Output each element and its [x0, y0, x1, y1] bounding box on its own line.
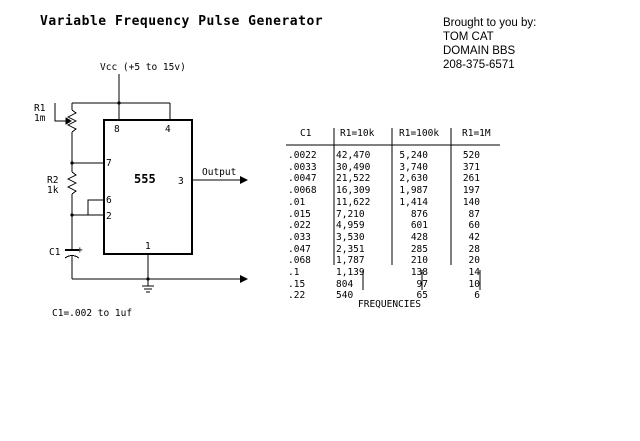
- cell-r1-10k: 16,309: [336, 185, 371, 197]
- table-header-r1-100k: R1=100k: [399, 128, 440, 139]
- cell-c1: .01: [288, 196, 306, 208]
- cell-r1-1m: 371: [462, 161, 480, 173]
- cell-r1-1m: 42: [468, 231, 480, 243]
- cell-r1-1m: 520: [462, 150, 480, 161]
- c1-label: C1: [49, 247, 61, 258]
- cell-r1-1m: 6: [474, 290, 480, 302]
- c1-plus-sign: +: [77, 245, 83, 256]
- cell-r1-1m: 10: [468, 278, 480, 290]
- cell-r1-100k: 210: [410, 255, 428, 267]
- cell-c1: .022: [288, 220, 311, 232]
- pin-3-label: 3: [178, 176, 184, 187]
- vcc-label: Vcc (+5 to 15v): [100, 62, 186, 73]
- cell-r1-100k: 876: [410, 208, 428, 220]
- cell-r1-100k: 285: [410, 243, 428, 255]
- table-header-r1-10k: R1=10k: [340, 128, 375, 139]
- r1-resistor: [66, 109, 78, 133]
- cell-r1-100k: 3,740: [399, 161, 428, 173]
- cell-c1: .0068: [288, 185, 317, 197]
- c1-range-note: C1=.002 to 1uf: [52, 308, 132, 319]
- cell-r1-100k: 601: [410, 220, 428, 232]
- page-title: Variable Frequency Pulse Generator: [40, 14, 324, 29]
- credits-line-1: Brought to you by:: [443, 17, 537, 29]
- r1-wiper-arrow: [65, 117, 72, 125]
- cell-c1: .033: [288, 231, 311, 243]
- cell-r1-10k: 540: [336, 290, 354, 302]
- cell-r1-1m: 87: [468, 208, 480, 220]
- credits-line-2: TOM CAT: [443, 31, 494, 43]
- junction-pin7: [70, 161, 74, 165]
- cell-r1-1m: 20: [468, 255, 480, 267]
- cell-r1-100k: 1,414: [399, 196, 428, 208]
- cell-r1-100k: 65: [416, 290, 428, 302]
- junction-pin2: [70, 213, 74, 217]
- output-label: Output: [202, 167, 236, 178]
- cell-r1-1m: 261: [462, 173, 480, 185]
- cell-r1-10k: 804: [336, 278, 354, 290]
- pin-6-label: 6: [106, 195, 112, 206]
- output-arrow: [240, 176, 248, 184]
- cell-r1-10k: 1,787: [336, 255, 365, 267]
- cell-r1-10k: 1,139: [336, 267, 365, 279]
- pin-1-label: 1: [145, 241, 151, 252]
- cell-r1-10k: 2,351: [336, 243, 365, 255]
- cell-r1-10k: 7,210: [336, 208, 365, 220]
- cell-r1-100k: 2,630: [399, 173, 428, 185]
- cell-r1-1m: 28: [468, 243, 480, 255]
- cell-r1-1m: 60: [468, 220, 480, 232]
- pin-8-label: 8: [114, 124, 120, 135]
- cell-r1-100k: 428: [410, 231, 428, 243]
- r2-resistor: [66, 171, 78, 195]
- r1-wiper: [54, 103, 66, 122]
- pin-7-label: 7: [106, 158, 112, 169]
- cell-c1: .0047: [288, 173, 317, 185]
- table-column-c1: .0022.0033.0047.0068.01.015.022.033.047.…: [288, 150, 332, 302]
- r2-label: R2: [47, 175, 58, 186]
- cell-r1-100k: 97: [416, 278, 428, 290]
- cell-r1-10k: 3,530: [336, 231, 365, 243]
- cell-r1-10k: 30,490: [336, 161, 371, 173]
- junction-ground: [146, 277, 150, 281]
- cell-c1: .15: [288, 278, 306, 290]
- junction-vcc: [117, 101, 121, 105]
- cell-r1-1m: 197: [462, 185, 480, 197]
- table-header-c1: C1: [300, 128, 312, 139]
- cell-c1: .0033: [288, 161, 317, 173]
- r1-value: 1m: [34, 113, 46, 124]
- cell-r1-10k: 4,959: [336, 220, 365, 232]
- ground-rail-arrow: [240, 275, 248, 283]
- r1-label: R1: [34, 103, 46, 114]
- table-header-r1-1m: R1=1M: [462, 128, 491, 139]
- cell-r1-1m: 14: [468, 267, 480, 279]
- cell-r1-10k: 42,470: [336, 150, 371, 161]
- chip-555-body: [103, 119, 193, 255]
- credits-line-4: 208-375-6571: [443, 59, 515, 71]
- cell-c1: .0022: [288, 150, 317, 161]
- pin-2-label: 2: [106, 211, 112, 222]
- cell-c1: .22: [288, 290, 306, 302]
- cell-c1: .015: [288, 208, 311, 220]
- pin-4-label: 4: [165, 124, 171, 135]
- cell-c1: .047: [288, 243, 311, 255]
- credits-line-3: DOMAIN BBS: [443, 45, 516, 57]
- frequencies-label: FREQUENCIES: [358, 299, 421, 310]
- credits-block: Brought to you by: TOM CAT DOMAIN BBS 20…: [443, 16, 536, 72]
- cell-r1-100k: 138: [410, 267, 428, 279]
- pin6-wire: [87, 199, 104, 215]
- cell-c1: .068: [288, 255, 311, 267]
- cell-r1-10k: 21,522: [336, 173, 371, 185]
- cell-r1-100k: 1,987: [399, 185, 428, 197]
- chip-name: 555: [134, 172, 156, 186]
- cell-r1-10k: 11,622: [336, 196, 371, 208]
- cell-c1: .1: [288, 267, 300, 279]
- cell-r1-100k: 5,240: [399, 150, 428, 161]
- r2-value: 1k: [47, 185, 59, 196]
- cell-r1-1m: 140: [462, 196, 480, 208]
